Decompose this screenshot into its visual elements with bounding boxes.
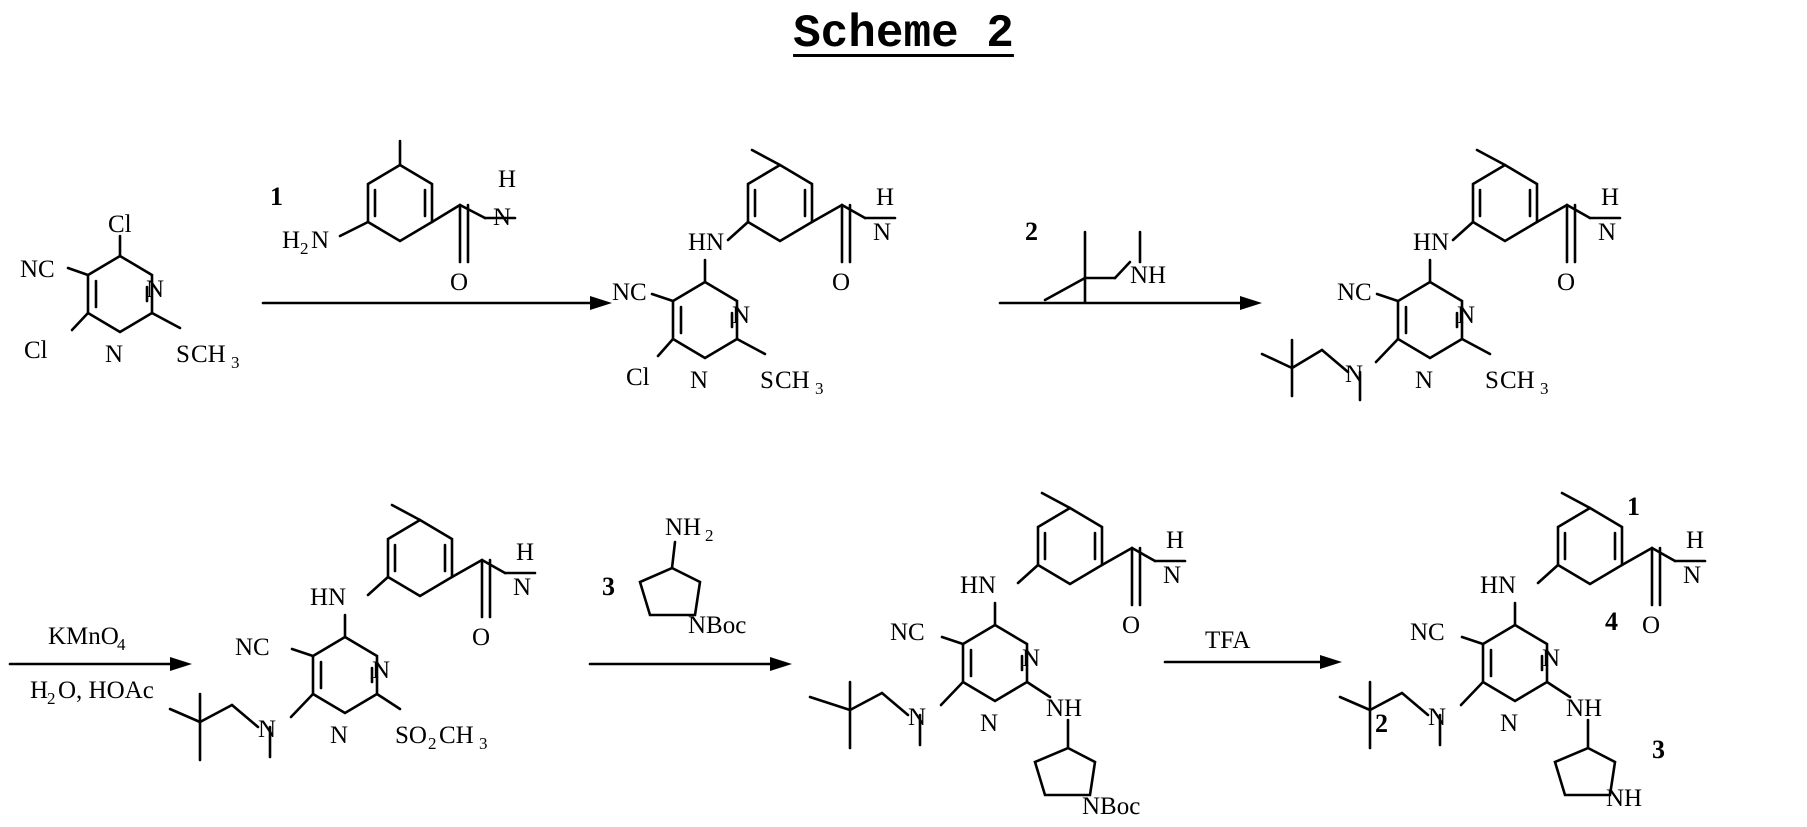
label-n: N [1542,645,1560,672]
label-sub2: 2 [300,239,309,258]
label-n: N [330,722,348,749]
label-cl: Cl [24,337,48,364]
label-sub3: 3 [815,379,824,398]
intermediate-boc-protected: N HN NC N N NH NBoc H N O [810,493,1185,820]
label-n: N [980,710,998,737]
label-o: O [472,624,490,651]
label-n: N [908,704,926,731]
label-n: N [1415,367,1433,394]
label-n: N [258,716,276,743]
label-nh: NH [665,514,701,541]
intermediate-methylsulfonyl: N HN NC N N SO 2 CH 3 H N O [170,505,535,760]
label-h: H [1686,527,1704,554]
step-deprotection: TFA [1165,627,1342,669]
label-n: N [1345,361,1363,388]
label-sub2: 2 [47,689,56,708]
label-n: N [690,367,708,394]
label-nh: NH [1130,262,1166,289]
label-cl: Cl [108,211,132,238]
fragment-number-4: 4 [1605,607,1618,636]
intermediate-neopentylamino-methylthio: N HN NC N N S CH 3 H N O [1262,150,1620,400]
label-o: O [1122,612,1140,639]
label-nc: NC [890,619,925,646]
final-product: N HN NC N N NH NH H N O 1 2 3 4 [1340,492,1705,812]
label-n: N [1457,302,1475,329]
label-n: N [513,574,531,601]
label-sub2: 2 [705,526,714,545]
label-s: S [760,367,774,394]
label-hn: HN [688,229,724,256]
label-nh: NH [1046,695,1082,722]
label-sub3: 3 [479,734,488,753]
oxidation-conditions: H [30,677,48,704]
label-sub3: 3 [1540,379,1549,398]
label-o: O [1557,269,1575,296]
step1-reagent: 1 H 2 N O H N [263,141,612,310]
label-o: O [450,269,468,296]
label-n: N [105,341,123,368]
label-nc: NC [1410,619,1445,646]
label-h: H [282,227,300,254]
label-n: N [1683,562,1701,589]
label-ch: CH [191,341,226,368]
label-h: H [1601,184,1619,211]
label-sub2: 2 [428,734,437,753]
fragment-number-3: 3 [1652,735,1665,764]
label-n: N [1022,645,1040,672]
label-nc: NC [612,279,647,306]
label-n: N [732,302,750,329]
reagent-3-number: 3 [602,572,615,601]
label-h: H [1166,527,1184,554]
step2-reagent: 2 NH [1000,217,1262,310]
label-ch: CH [1500,367,1535,394]
label-ch: CH [439,722,474,749]
label-s: S [176,341,190,368]
label-n: N [1500,710,1518,737]
label-o: O [832,269,850,296]
label-n: N [311,227,329,254]
label-o: O [1642,612,1660,639]
oxidation-reagent: KMnO [48,623,119,650]
label-s: S [1485,367,1499,394]
label-n: N [1598,219,1616,246]
label-n: N [372,657,390,684]
label-nc: NC [20,256,55,283]
label-hn: HN [960,572,996,599]
label-ch: CH [775,367,810,394]
fragment-number-2: 2 [1375,709,1388,738]
label-nc: NC [1337,279,1372,306]
label-sub4: 4 [117,635,126,654]
label-nc: NC [235,634,270,661]
label-n: N [1163,562,1181,589]
label-nh: NH [1566,695,1602,722]
label-hn: HN [310,584,346,611]
label-hn: HN [1413,229,1449,256]
label-cl: Cl [626,364,650,391]
label-n: N [146,276,164,303]
deprotection-reagent: TFA [1205,627,1250,654]
label-n: N [873,219,891,246]
label-so: SO [395,722,427,749]
starting-material-dichloropyrimidine: Cl NC Cl N N S CH 3 [20,211,240,372]
label-hn: HN [1480,572,1516,599]
reagent-2-number: 2 [1025,217,1038,246]
label-n: N [493,204,511,231]
label-n: N [1428,704,1446,731]
oxidation-conditions-rest: O, HOAc [58,677,154,704]
reagent-1-number: 1 [270,182,283,211]
label-sub3: 3 [231,353,240,372]
label-nh: NH [1606,785,1642,812]
step-oxidation: KMnO 4 H 2 O, HOAc [10,623,192,708]
label-h: H [876,184,894,211]
label-nboc: NBoc [688,612,746,639]
intermediate-monochloro: HN NC Cl N N S CH 3 H N O [612,150,895,398]
label-h: H [516,539,534,566]
step3-reagent: 3 NH 2 NBoc [590,514,792,671]
fragment-number-1: 1 [1627,492,1640,521]
label-h: H [498,166,516,193]
label-nboc: NBoc [1082,793,1140,820]
